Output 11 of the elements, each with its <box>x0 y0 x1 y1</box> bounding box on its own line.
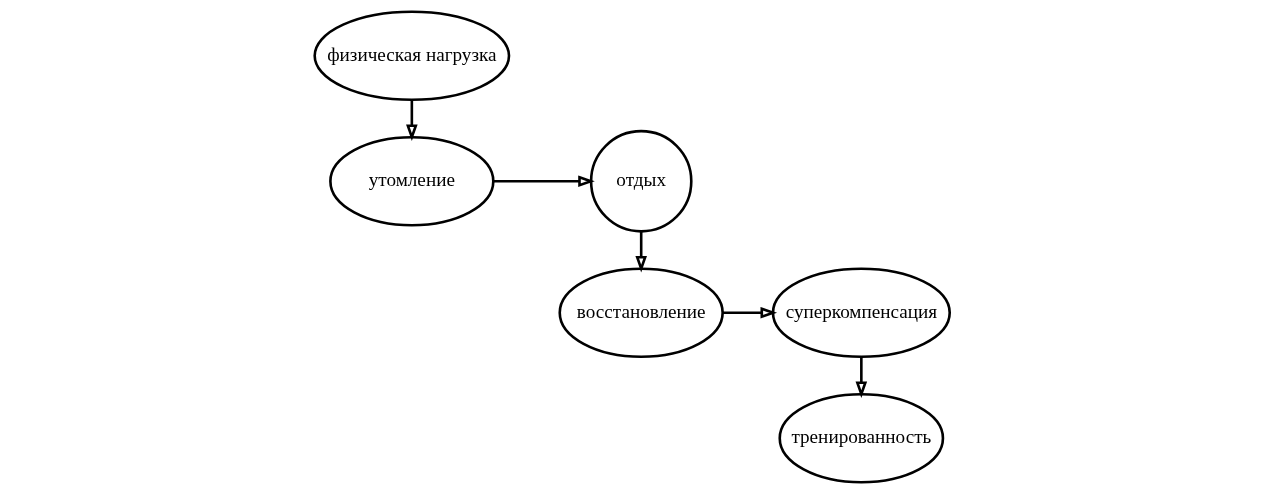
arrow <box>493 175 595 188</box>
node-ellipse: суперкомпенсация <box>771 267 951 359</box>
arrow <box>635 231 647 273</box>
node-ellipse: утомление <box>329 135 495 227</box>
node-ellipse: тренированность <box>778 392 945 484</box>
arrow <box>406 99 418 142</box>
arrow <box>855 356 868 399</box>
node-ellipse: восстановление <box>558 267 724 359</box>
arrow <box>722 306 778 319</box>
node-ellipse: физическая нагрузка <box>313 10 511 102</box>
node-circle: отдых <box>589 129 693 233</box>
